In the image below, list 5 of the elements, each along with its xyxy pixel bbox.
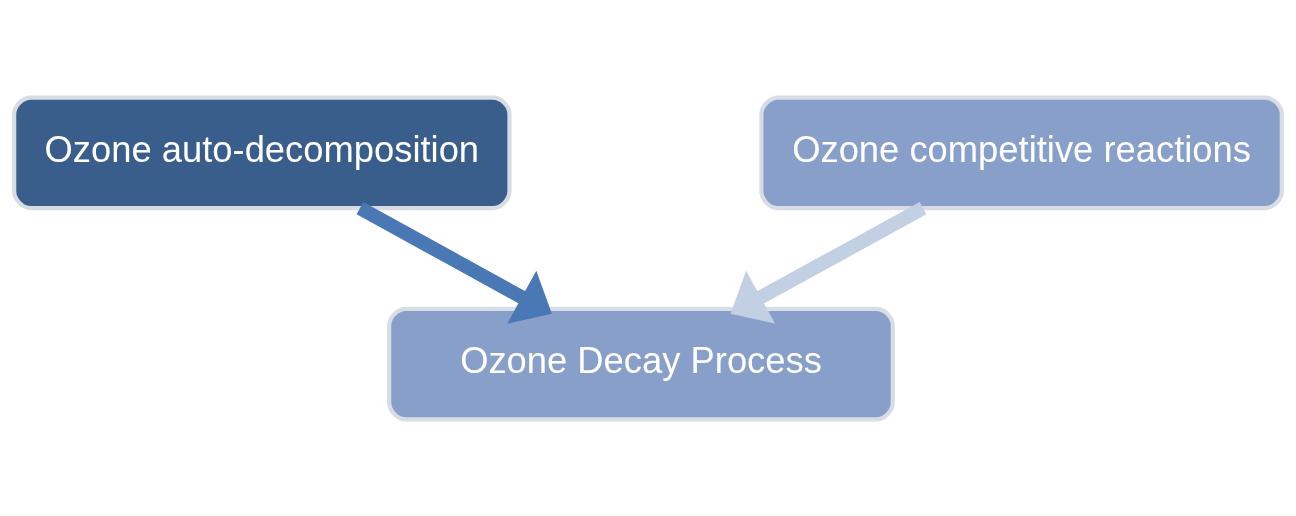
node-box: Ozone competitive reactions	[759, 95, 1284, 210]
node-box: Ozone Decay Process	[387, 306, 895, 421]
arrow	[730, 201, 927, 324]
arrow	[356, 201, 552, 324]
node-box: Ozone auto-decomposition	[12, 95, 512, 210]
